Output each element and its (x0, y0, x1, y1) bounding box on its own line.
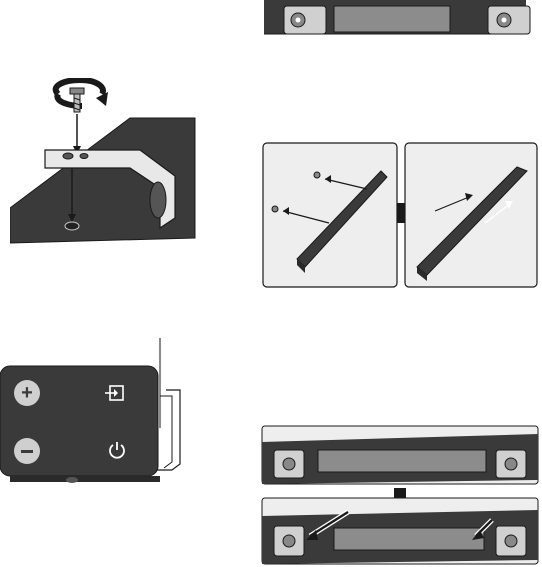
power-button[interactable] (108, 440, 126, 460)
rotate-arrow-icon (52, 78, 106, 97)
input-source-icon (105, 385, 124, 401)
source-button[interactable] (104, 384, 126, 402)
control-panel-drawing (0, 338, 181, 483)
volume-down-button[interactable] (14, 438, 40, 464)
volume-up-button[interactable]: + (14, 380, 40, 406)
plus-icon: + (21, 382, 33, 404)
wall-mount-steps-figure (262, 142, 538, 288)
screw-bracket-figure (10, 78, 196, 244)
bracket-slide-figure (261, 425, 539, 565)
soundbar-brackets-figure (264, 0, 531, 35)
minus-icon (21, 449, 33, 453)
control-panel-figure: + (0, 338, 200, 488)
power-icon (109, 442, 125, 459)
